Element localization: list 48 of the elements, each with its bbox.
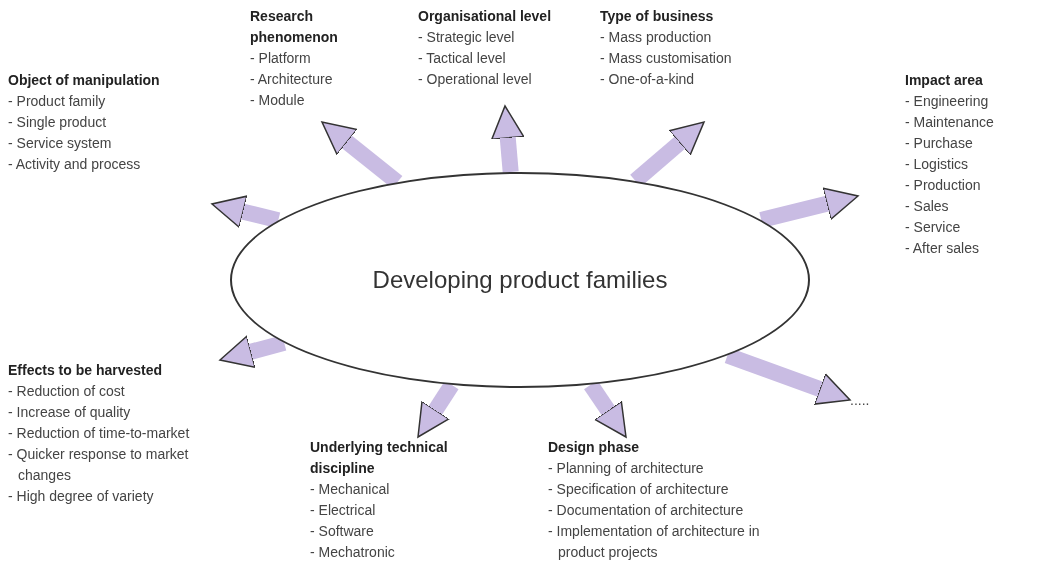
list-item: - Module	[250, 91, 306, 110]
list-item: - Engineering	[905, 92, 990, 111]
list-item: - Tactical level	[418, 49, 507, 68]
category-heading: Effects to be harvested	[8, 361, 164, 380]
list-item: - Architecture	[250, 70, 334, 89]
list-item: - Reduction of cost	[8, 382, 126, 401]
list-item: - Mass production	[600, 28, 713, 47]
list-item: - Product family	[8, 92, 107, 111]
list-item: - High degree of variety	[8, 487, 155, 506]
list-item: - Logistics	[905, 155, 970, 174]
list-item: - Reduction of time-to-market	[8, 424, 191, 443]
category-heading: Type of business	[600, 7, 715, 26]
list-item: - Single product	[8, 113, 108, 132]
block-arrow	[210, 195, 281, 229]
list-item: - Mechatronic	[310, 543, 396, 562]
list-item: - Implementation of architecture in product projects	[548, 522, 761, 562]
list-item: - After sales	[905, 239, 980, 258]
list-item: - Software	[310, 522, 375, 541]
list-item: - Purchase	[905, 134, 974, 153]
category-heading: Design phase	[548, 438, 641, 457]
list-item: - Planning of architecture	[548, 459, 705, 478]
block-arrow	[491, 105, 525, 173]
list-item: - Strategic level	[418, 28, 516, 47]
list-item: - Maintenance	[905, 113, 995, 132]
list-item: - Mechanical	[310, 480, 391, 499]
list-item: - One-of-a-kind	[600, 70, 696, 89]
center-title: Developing product families	[372, 265, 668, 295]
list-item: - Production	[905, 176, 982, 195]
list-item: - Quicker response to market changes	[8, 445, 190, 485]
list-item: - Activity and process	[8, 155, 142, 174]
list-item: - Operational level	[418, 70, 533, 89]
list-item: - Mass customisation	[600, 49, 733, 68]
list-item: - Sales	[905, 197, 950, 216]
list-item: .....	[850, 391, 871, 410]
list-item: - Electrical	[310, 501, 377, 520]
block-arrow	[217, 335, 287, 368]
category-heading: Object of manipulation	[8, 71, 161, 90]
category-heading: Underlying technical discipline	[310, 438, 449, 478]
category-heading: Organisational level	[418, 7, 553, 26]
list-item: - Service system	[8, 134, 113, 153]
list-item: - Documentation of architecture	[548, 501, 745, 520]
category-heading: Impact area	[905, 71, 984, 90]
list-item: - Specification of architecture	[548, 480, 730, 499]
list-item: - Increase of quality	[8, 403, 132, 422]
block-arrow	[759, 187, 860, 228]
category-heading: Research phenomenon	[250, 7, 339, 47]
list-item: - Service	[905, 218, 962, 237]
list-item: - Platform	[250, 49, 312, 68]
